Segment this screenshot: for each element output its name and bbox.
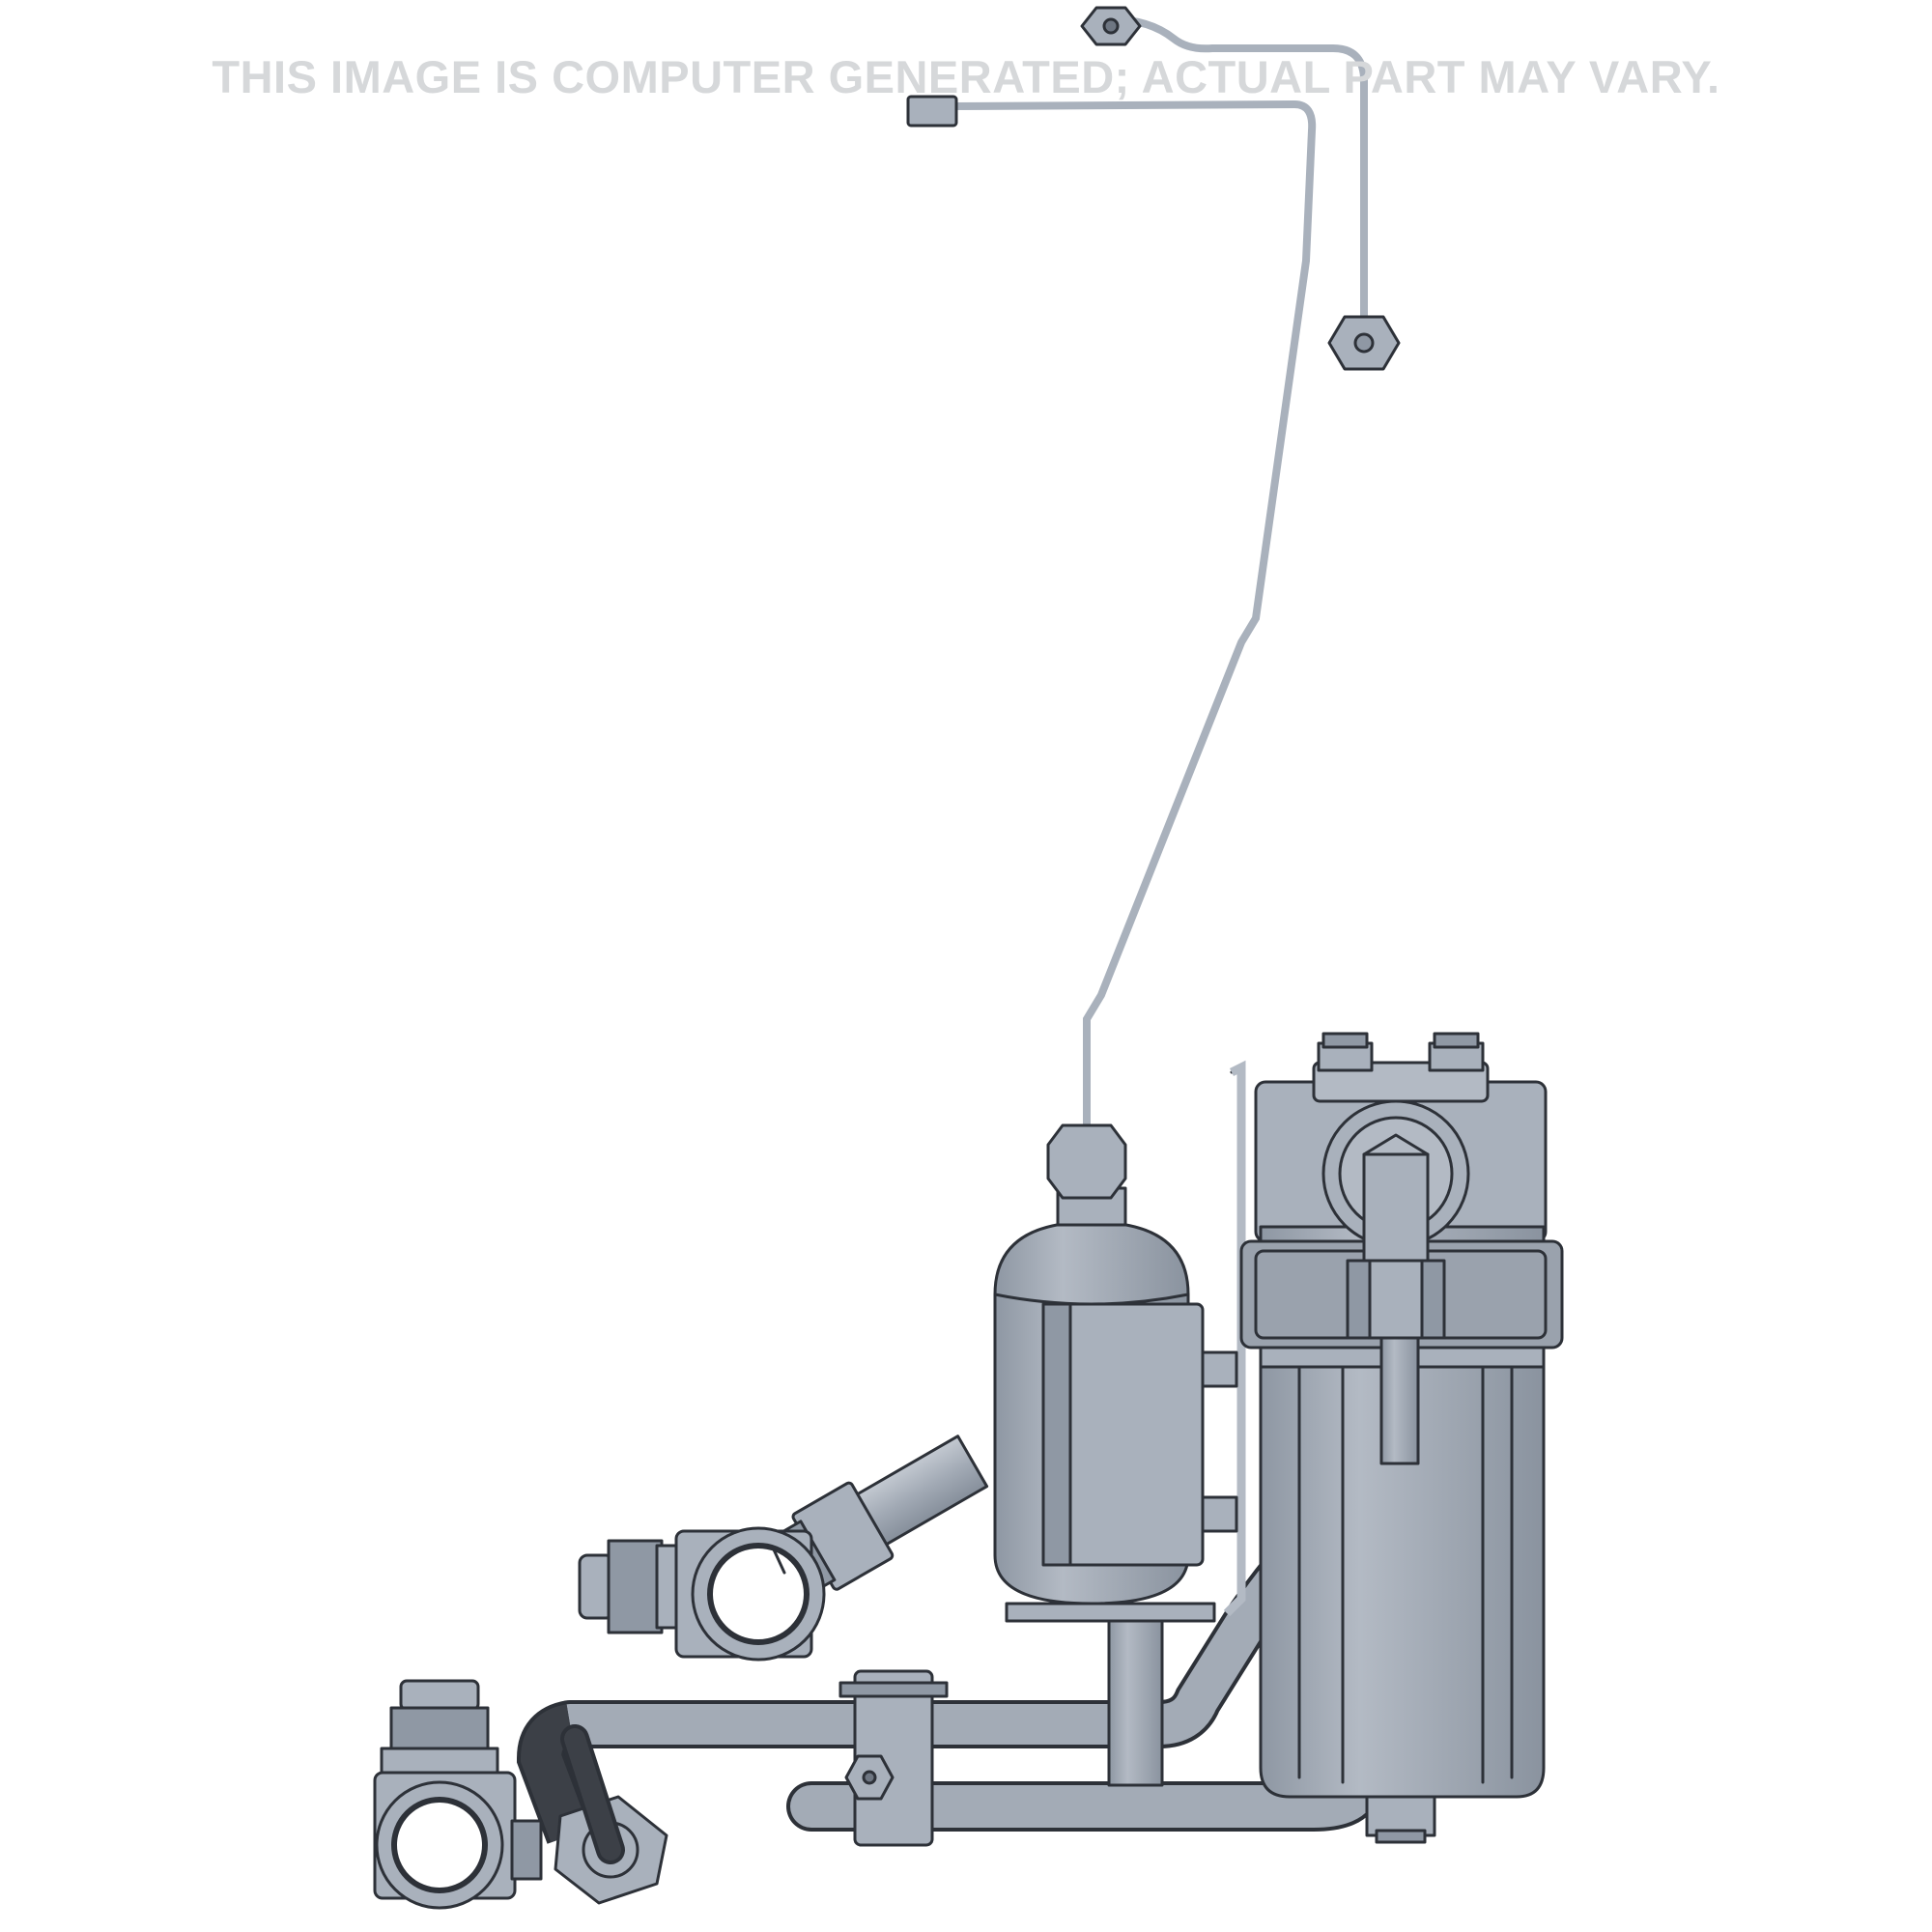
service-valve-upper — [578, 1526, 826, 1662]
filter-housing — [1239, 1032, 1564, 1844]
right-end-fitting — [1327, 315, 1401, 371]
hose-clamp — [838, 1669, 949, 1847]
receiver-drier — [993, 1123, 1238, 1605]
top-fitting-nut — [1080, 6, 1142, 46]
service-valve-lower — [373, 1679, 668, 1910]
capillary-line — [950, 15, 1368, 1132]
left-end-fitting — [906, 95, 958, 128]
